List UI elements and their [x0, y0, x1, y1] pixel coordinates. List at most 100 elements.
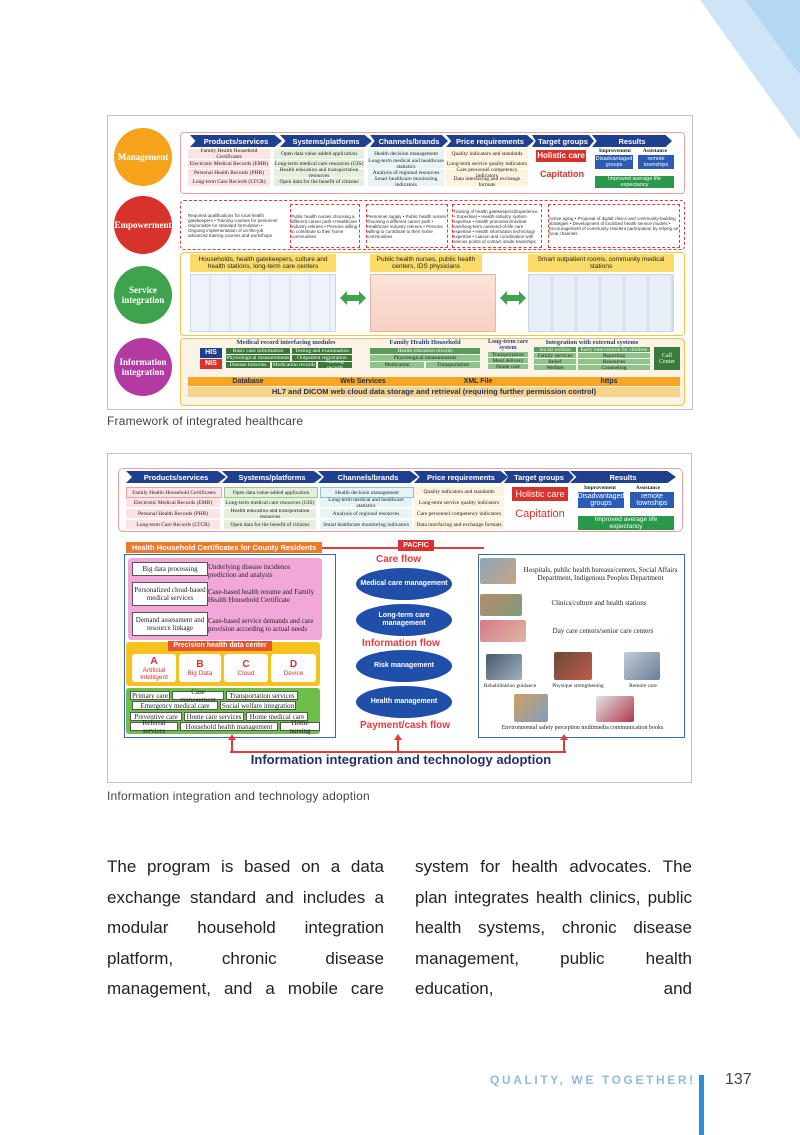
flow-information: Information flow [362, 638, 440, 649]
service-diagram-0 [190, 274, 336, 332]
family-2: Medication [370, 362, 424, 368]
flow-payment: Payment/cash flow [360, 720, 450, 731]
left-row-a-0: Big data processing [132, 562, 208, 576]
left-row-b-2: Case-based service demands and care prov… [208, 612, 320, 638]
abcd-d-letter: D [290, 659, 297, 670]
f2-header-channels: Channels/brands [318, 471, 418, 483]
pill-health: Health management [356, 686, 452, 718]
f2-header-results: Results [570, 471, 676, 483]
certificates-banner: Health Household Certificates for County… [126, 542, 322, 553]
f1-product-3: Long-term Care Records (LTCR) [188, 178, 270, 186]
medrec-title: Medical record interfacing modules [226, 339, 346, 347]
f2-product-3: Long-term Care Records (LTCR) [126, 520, 220, 529]
medrec-1: Testing and examination [292, 348, 352, 354]
double-arrow-right-icon [500, 291, 526, 305]
abcd-d-label: Device [284, 670, 304, 677]
body-column-1: The program is based on a data exchange … [107, 852, 384, 1005]
pacfic-connector [434, 547, 484, 549]
f2-header-target: Target groups [504, 471, 574, 483]
ext-2: Family services [534, 353, 576, 358]
right-0: Hospitals, public health bureaus/centers… [518, 558, 683, 590]
ltc-title: Long-term care system [486, 339, 530, 351]
photo-environment-1 [514, 694, 548, 722]
footer-slogan: QUALITY, WE TOGETHER! [490, 1073, 696, 1087]
abcd-b-label: Big Data [188, 670, 213, 677]
ext-7: Counseling [578, 365, 650, 370]
f2-system-2: Health education and transportation reso… [224, 509, 316, 518]
abcd-c-label: Cloud [238, 670, 255, 677]
ext-1: Early intervention for children [578, 347, 650, 352]
f2-product-1: Electronic Medical Records (EMR) [126, 498, 220, 507]
medrec-4: Disease histories [226, 362, 270, 368]
medrec-0: Basic case information [226, 348, 290, 354]
service-title-2: Smart outpatient rooms, community medica… [528, 254, 674, 272]
photo-daycare [480, 620, 526, 642]
photo-clinic [480, 594, 522, 616]
f1-header-price: Price requirements [446, 135, 534, 147]
f1-price-0: Quality indicators and standards [446, 149, 528, 159]
ltc-0: Transportation [488, 352, 528, 357]
service-diagram-1 [370, 274, 496, 332]
medrec-2: Physiological measurements [226, 355, 290, 361]
f1-assistance: Assistance [636, 148, 674, 154]
medrec-6: Nursing records [318, 362, 352, 368]
f2-price-3: Data interfacing and exchange formats [414, 520, 504, 529]
f2-system-3: Open data for the benefit of citizens [224, 520, 316, 529]
service-title-1: Public health nurses, public health cent… [370, 254, 482, 272]
f1-capitation: Capitation [532, 168, 592, 180]
family-title: Family Health Household [370, 339, 480, 347]
pacfic-label: PACFIC [398, 540, 434, 551]
f2-holistic-care: Holistic care [512, 487, 568, 501]
photo-physique [554, 652, 592, 680]
left-row-b-1: Case-based health resume and Family Heal… [208, 584, 320, 608]
double-arrow-left-icon [340, 291, 366, 305]
f2-header-price: Price requirements [414, 471, 508, 483]
tech-https: https [538, 377, 680, 386]
right-4: Physique strengthening [548, 682, 608, 690]
f1-system-0: Open data value added application [274, 149, 364, 159]
empower-4: Active aging • Proposal of digital clini… [548, 204, 680, 248]
empower-3: Training of health gatekeepers(Experienc… [452, 204, 542, 248]
right-1: Clinics/culture and health stations [524, 598, 674, 608]
circle-information-integration: Information integration [114, 338, 172, 396]
family-3: Transportation [426, 362, 480, 368]
f1-improvement: Improvement [596, 148, 634, 154]
page-number: 137 [725, 1071, 752, 1089]
service-0: Primary care [130, 691, 170, 700]
f2-channel-2: Analysis of regional resources [320, 509, 412, 518]
f1-header-products: Products/services [190, 135, 282, 147]
abcd-c: CCloud [224, 654, 268, 682]
right-2: Day care centers/senior care centers [528, 626, 678, 636]
f2-channel-1: Long-term medical and healthcare statist… [320, 498, 412, 507]
service-diagram-2 [528, 274, 674, 332]
tech-database: Database [188, 377, 308, 386]
footer-bar [699, 1075, 704, 1135]
f2-product-2: Personal Health Records (PHR) [126, 509, 220, 518]
bottom-arrows [228, 734, 568, 754]
f2-assistance: Assistance [626, 484, 670, 491]
f1-system-2: Health education and transportation reso… [274, 169, 364, 177]
f1-header-systems: Systems/platforms [280, 135, 372, 147]
pill-long-term-care: Long-term care management [356, 604, 452, 636]
service-3: Emergency medical care [132, 701, 218, 710]
service-10: Home nursing [280, 722, 320, 731]
photo-remote [624, 652, 660, 680]
f2-life-expectancy: Improved average life expectancy [578, 516, 674, 530]
medrec-5: Medication records [272, 362, 316, 368]
f2-remote: remote townships [630, 492, 674, 508]
service-2: Transportation services [226, 691, 298, 700]
f2-system-1: Long-term medical care resources (GIS) [224, 498, 316, 507]
photo-environment-2 [596, 696, 634, 722]
body-line: exchange standard and includes [107, 888, 365, 907]
tech-web-services: Web Services [308, 377, 418, 386]
ext-6: Welfare [534, 365, 576, 370]
pill-risk: Risk management [356, 650, 452, 682]
f2-system-0: Open data value-added application [224, 487, 318, 498]
abcd-a-label: Artificial Intelligent [132, 667, 176, 681]
photo-rehab [486, 654, 522, 680]
abcd-d: DDevice [271, 654, 316, 682]
service-4: Social welfare integration [220, 701, 296, 710]
hl7-footer: HL7 and DICOM web cloud data storage and… [188, 387, 680, 397]
ext-5: Resources [578, 359, 650, 364]
precision-title: Precision health data center [168, 641, 272, 651]
